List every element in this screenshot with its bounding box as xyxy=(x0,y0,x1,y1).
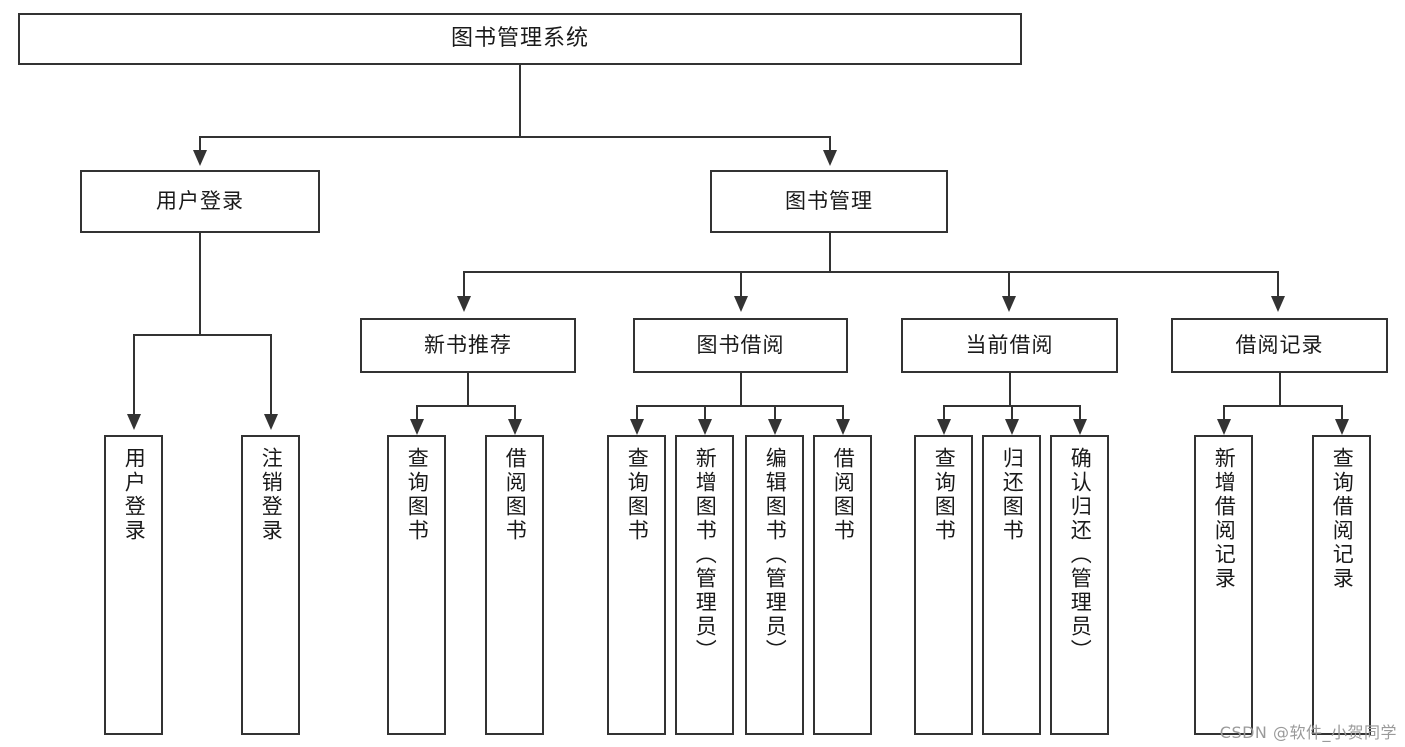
node-label: 图书借阅 xyxy=(696,332,785,357)
node-label: 注销登录 xyxy=(259,447,284,543)
connector-nbr-drop-2 xyxy=(514,405,516,420)
leaf-bb-edit-book-admin[interactable]: 编辑图书（管理员） xyxy=(745,435,804,735)
arrow-to-user-login-leaf xyxy=(127,414,141,430)
connector-level3-drop-3 xyxy=(1008,271,1010,297)
arrow-br-leaf-1 xyxy=(1217,419,1231,435)
arrow-to-current-borrow xyxy=(1002,296,1016,312)
connector-bb-drop-4 xyxy=(842,405,844,420)
connector-level3-bus xyxy=(463,271,1277,273)
connector-user-login-drop-2 xyxy=(270,334,272,416)
node-label: 查询图书 xyxy=(932,447,957,543)
node-label: 新增图书（管理员） xyxy=(693,447,718,663)
node-label: 查询图书 xyxy=(625,447,650,543)
node-book-borrow[interactable]: 图书借阅 xyxy=(633,318,848,373)
arrow-to-logout-leaf xyxy=(264,414,278,430)
connector-root-stem xyxy=(519,65,521,137)
node-label: 新书推荐 xyxy=(424,332,512,357)
connector-cb-drop-3 xyxy=(1079,405,1081,420)
leaf-bb-borrow-book[interactable]: 借阅图书 xyxy=(813,435,872,735)
leaf-bb-add-book-admin[interactable]: 新增图书（管理员） xyxy=(675,435,734,735)
connector-br-stem xyxy=(1279,373,1281,406)
node-label: 新增借阅记录 xyxy=(1212,447,1237,591)
connector-level2-drop-2 xyxy=(829,136,831,152)
node-label: 当前借阅 xyxy=(965,332,1054,357)
node-label: 图书管理系统 xyxy=(450,25,589,51)
node-root-library-system[interactable]: 图书管理系统 xyxy=(18,13,1022,65)
node-label: 查询借阅记录 xyxy=(1330,447,1355,591)
arrow-to-user-login xyxy=(193,150,207,166)
arrow-nbr-leaf-2 xyxy=(508,419,522,435)
connector-br-drop-2 xyxy=(1341,405,1343,420)
leaf-logout[interactable]: 注销登录 xyxy=(241,435,300,735)
arrow-bb-leaf-2 xyxy=(698,419,712,435)
connector-bb-stem xyxy=(740,373,742,406)
connector-nbr-bus xyxy=(416,405,516,407)
leaf-bb-query-book[interactable]: 查询图书 xyxy=(607,435,666,735)
connector-level2-bus xyxy=(199,136,831,138)
connector-user-login-bus xyxy=(133,334,271,336)
connector-cb-drop-1 xyxy=(943,405,945,420)
connector-user-login-stem xyxy=(199,233,201,335)
node-new-book-recommend[interactable]: 新书推荐 xyxy=(360,318,576,373)
node-label: 归还图书 xyxy=(1000,447,1025,543)
node-label: 借阅图书 xyxy=(831,447,856,543)
connector-level3-drop-1 xyxy=(463,271,465,297)
connector-bb-bus xyxy=(636,405,843,407)
connector-cb-stem xyxy=(1009,373,1011,406)
leaf-user-login[interactable]: 用户登录 xyxy=(104,435,163,735)
connector-cb-drop-2 xyxy=(1011,405,1013,420)
node-label: 查询图书 xyxy=(405,447,430,543)
arrow-to-new-book-recommend xyxy=(457,296,471,312)
node-label: 图书管理 xyxy=(785,188,873,213)
connector-bb-drop-2 xyxy=(704,405,706,420)
connector-bb-drop-1 xyxy=(636,405,638,420)
arrow-to-book-management xyxy=(823,150,837,166)
connector-bb-drop-3 xyxy=(774,405,776,420)
connector-nbr-stem xyxy=(467,373,469,406)
connector-level3-drop-4 xyxy=(1277,271,1279,297)
arrow-cb-leaf-3 xyxy=(1073,419,1087,435)
node-label: 借阅图书 xyxy=(503,447,528,543)
connector-level2-drop-1 xyxy=(199,136,201,152)
connector-br-drop-1 xyxy=(1223,405,1225,420)
arrow-to-book-borrow xyxy=(734,296,748,312)
connector-book-management-stem xyxy=(829,233,831,272)
connector-br-bus xyxy=(1223,405,1342,407)
leaf-cb-query-book[interactable]: 查询图书 xyxy=(914,435,973,735)
leaf-nbr-borrow-book[interactable]: 借阅图书 xyxy=(485,435,544,735)
arrow-br-leaf-2 xyxy=(1335,419,1349,435)
leaf-cb-confirm-return-admin[interactable]: 确认归还（管理员） xyxy=(1050,435,1109,735)
arrow-bb-leaf-3 xyxy=(768,419,782,435)
arrow-to-borrow-record xyxy=(1271,296,1285,312)
connector-level3-drop-2 xyxy=(740,271,742,297)
arrow-bb-leaf-4 xyxy=(836,419,850,435)
node-user-login[interactable]: 用户登录 xyxy=(80,170,320,233)
leaf-br-query-record[interactable]: 查询借阅记录 xyxy=(1312,435,1371,735)
arrow-cb-leaf-2 xyxy=(1005,419,1019,435)
leaf-cb-return-book[interactable]: 归还图书 xyxy=(982,435,1041,735)
connector-user-login-drop-1 xyxy=(133,334,135,416)
node-label: 编辑图书（管理员） xyxy=(763,447,788,663)
arrow-nbr-leaf-1 xyxy=(410,419,424,435)
node-label: 确认归还（管理员） xyxy=(1068,447,1093,663)
arrow-bb-leaf-1 xyxy=(630,419,644,435)
node-book-management[interactable]: 图书管理 xyxy=(710,170,948,233)
leaf-br-add-record[interactable]: 新增借阅记录 xyxy=(1194,435,1253,735)
node-label: 借阅记录 xyxy=(1235,332,1324,357)
node-label: 用户登录 xyxy=(156,188,244,213)
node-borrow-record[interactable]: 借阅记录 xyxy=(1171,318,1388,373)
node-label: 用户登录 xyxy=(122,447,147,543)
leaf-nbr-query-book[interactable]: 查询图书 xyxy=(387,435,446,735)
connector-nbr-drop-1 xyxy=(416,405,418,420)
arrow-cb-leaf-1 xyxy=(937,419,951,435)
node-current-borrow[interactable]: 当前借阅 xyxy=(901,318,1118,373)
